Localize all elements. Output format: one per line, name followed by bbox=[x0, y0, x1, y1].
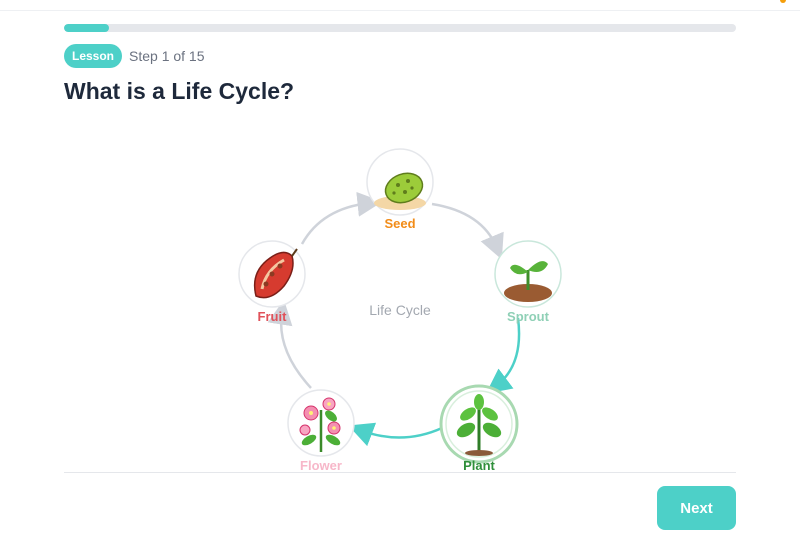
life-cycle-diagram: Life Cycle Seed Sprout bbox=[238, 148, 562, 473]
arc-flower-to-fruit bbox=[267, 299, 312, 389]
page-title: What is a Life Cycle? bbox=[64, 78, 295, 104]
corner-indicator bbox=[780, 0, 786, 3]
flower-icon bbox=[299, 397, 341, 452]
fruit-icon bbox=[253, 248, 298, 299]
sprout-icon bbox=[504, 261, 552, 302]
arc-sprout-to-plant bbox=[486, 317, 521, 394]
stage-plant[interactable]: Plant bbox=[439, 384, 519, 473]
stage-label-sprout: Sprout bbox=[507, 309, 550, 324]
stage-fruit[interactable]: Fruit bbox=[238, 240, 306, 324]
step-counter: Step 1 of 15 bbox=[129, 48, 205, 64]
lesson-progress-bar bbox=[64, 24, 736, 32]
arc-plant-to-flower bbox=[348, 422, 443, 447]
stage-flower[interactable]: Flower bbox=[287, 389, 355, 473]
progress-fill bbox=[64, 24, 110, 32]
stage-label-plant: Plant bbox=[463, 458, 495, 473]
cycle-center-label: Life Cycle bbox=[369, 302, 431, 318]
stage-label-fruit: Fruit bbox=[258, 309, 288, 324]
arc-seed-to-sprout bbox=[431, 202, 504, 260]
next-button[interactable]: Next bbox=[657, 486, 736, 530]
lesson-badge: Lesson bbox=[64, 44, 123, 68]
arc-fruit-to-seed bbox=[300, 191, 383, 245]
top-divider bbox=[0, 10, 800, 11]
footer-divider bbox=[64, 472, 736, 473]
stage-label-flower: Flower bbox=[300, 458, 342, 473]
plant-icon bbox=[456, 394, 502, 456]
stage-label-seed: Seed bbox=[384, 216, 415, 231]
stage-seed[interactable]: Seed bbox=[366, 148, 434, 231]
stage-sprout[interactable]: Sprout bbox=[494, 240, 562, 324]
seed-icon bbox=[374, 172, 426, 210]
